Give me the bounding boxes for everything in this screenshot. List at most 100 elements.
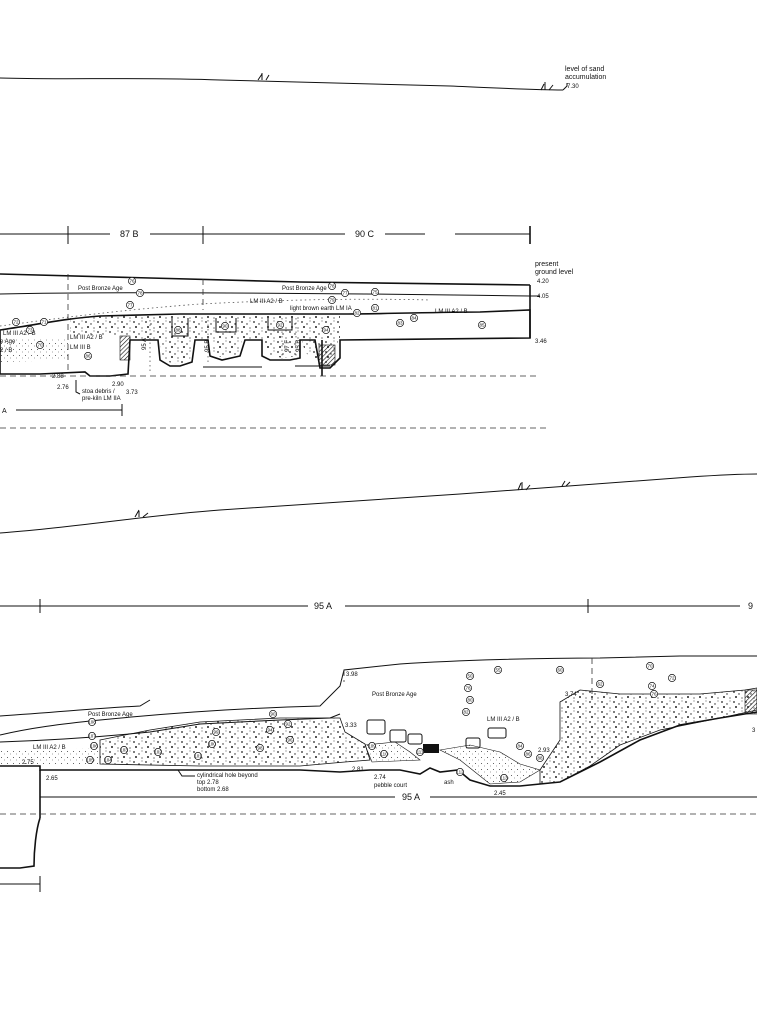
section-b-marker: 88 xyxy=(536,754,544,762)
section-b-marker: 99 xyxy=(212,728,220,736)
section-b-marker: 113 xyxy=(500,774,508,782)
pebble-court-label: pebble court xyxy=(374,783,407,789)
section-b-marker: 92 xyxy=(284,720,292,728)
section-b-marker: 102 xyxy=(154,748,162,756)
section-a-marker: 83 xyxy=(396,319,404,327)
pit-label-2: 95 B xyxy=(205,340,211,352)
svg-text:85: 85 xyxy=(479,323,485,328)
level-2-81: 2.81 xyxy=(352,767,364,773)
layer-lm3-a2b-2: LM III A2 / B xyxy=(435,309,468,315)
svg-text:88: 88 xyxy=(175,328,181,333)
svg-text:106: 106 xyxy=(90,744,98,749)
svg-text:78: 78 xyxy=(137,291,143,296)
svg-text:88: 88 xyxy=(537,756,543,761)
section-b-marker: 101 xyxy=(194,752,202,760)
svg-text:82: 82 xyxy=(463,710,469,715)
svg-text:70: 70 xyxy=(647,664,653,669)
layer-post-bronze-2: Post Bronze Age xyxy=(282,286,327,292)
section-a-marker: 79 xyxy=(328,296,336,304)
section-b-marker: 98 xyxy=(256,744,264,752)
svg-text:96: 96 xyxy=(287,738,293,743)
section-b-marker: 80 xyxy=(466,696,474,704)
svg-text:81: 81 xyxy=(372,306,378,311)
level-3-46: 3.46 xyxy=(535,339,547,345)
svg-text:60: 60 xyxy=(557,668,563,673)
svg-text:113: 113 xyxy=(500,776,508,781)
section-b: 95 A 9 3.98 3.74 3.33 2.75 2.65 xyxy=(0,599,757,892)
section-b-marker: 74 xyxy=(648,682,656,690)
level-4-05: 4.05 xyxy=(537,294,549,300)
svg-text:72: 72 xyxy=(13,320,19,325)
svg-text:79: 79 xyxy=(329,298,335,303)
layer-lm3-a2b-b1: LM III A2 / B xyxy=(33,745,66,751)
section-a-marker: 75 xyxy=(371,288,379,296)
section-a-corner-label: A xyxy=(2,408,7,415)
section-a-marker: 71 xyxy=(40,318,48,326)
middle-surface-profile xyxy=(0,473,757,534)
sand-level-value: 7.30 xyxy=(567,84,579,90)
cylindrical-hole-label-2: top 2.78 xyxy=(197,780,219,786)
svg-text:109: 109 xyxy=(368,744,376,749)
section-a-marker: 90 xyxy=(221,322,229,330)
svg-text:55: 55 xyxy=(495,668,501,673)
layer-2b-fragment: 2 / B xyxy=(0,348,12,354)
section-b-marker: 96 xyxy=(286,736,294,744)
svg-text:83: 83 xyxy=(397,321,403,326)
svg-text:110: 110 xyxy=(380,752,388,757)
section-a-marker: 85 xyxy=(478,321,486,329)
section-b-marker: 90 xyxy=(269,710,277,718)
level-2-75: 2.75 xyxy=(22,760,34,766)
layer-post-bronze-b2: Post Bronze Age xyxy=(372,692,417,698)
level-2-74: 2.74 xyxy=(374,775,386,781)
section-b-marker: 82 xyxy=(462,708,470,716)
svg-text:72: 72 xyxy=(669,676,675,681)
section-b-marker: 108 xyxy=(88,718,96,726)
svg-text:104: 104 xyxy=(104,758,112,763)
level-3-73: 3.73 xyxy=(126,390,138,396)
grid-label-95a: 95 A xyxy=(314,601,332,611)
svg-text:100: 100 xyxy=(208,742,216,747)
layer-lm3-a2b-1: LM III A2 / B xyxy=(250,299,283,305)
section-b-marker: 109 xyxy=(368,742,376,750)
svg-text:84: 84 xyxy=(517,744,523,749)
svg-text:90: 90 xyxy=(270,712,276,717)
svg-text:50: 50 xyxy=(467,674,473,679)
section-b-marker: 112 xyxy=(456,768,464,776)
svg-text:108: 108 xyxy=(88,720,96,725)
svg-text:86: 86 xyxy=(525,752,531,757)
pit-label-1: 95 A xyxy=(142,338,148,350)
level-3-33: 3.33 xyxy=(345,723,357,729)
section-a-marker: 76 xyxy=(128,277,136,285)
svg-text:78: 78 xyxy=(465,686,471,691)
section-a-marker: 78 xyxy=(328,282,336,290)
svg-text:70: 70 xyxy=(37,343,43,348)
section-b-marker: 60 xyxy=(556,666,564,674)
svg-text:76: 76 xyxy=(129,279,135,284)
section-b-marker: 104 xyxy=(104,756,112,764)
svg-text:111: 111 xyxy=(417,750,424,755)
section-b-marker: 55 xyxy=(494,666,502,674)
section-b-marker: 76 xyxy=(650,690,658,698)
section-a-marker: 70 xyxy=(36,341,44,349)
present-ground-label-1: present xyxy=(535,261,558,268)
section-b-marker: 84 xyxy=(516,742,524,750)
section-a: 87 B 90 C present ground level 4.20 4.05… xyxy=(0,226,574,429)
stoa-debris-label-2: pre-kiln LM IIA xyxy=(82,396,121,402)
ash-label: ash xyxy=(444,780,454,786)
svg-text:77: 77 xyxy=(127,303,133,308)
section-b-marker: 78 xyxy=(464,684,472,692)
layer-lm3-a2b-3: LM III A2 / B xyxy=(3,331,36,337)
section-a-marker: 77 xyxy=(341,289,349,297)
level-4-20: 4.20 xyxy=(537,279,549,285)
section-b-marker: 50 xyxy=(466,672,474,680)
layer-bronze-age-fragment: e Age xyxy=(0,339,16,345)
grid-label-95a-bottom: 95 A xyxy=(402,792,420,802)
svg-text:78: 78 xyxy=(329,284,335,289)
layer-post-bronze-b1: Post Bronze Age xyxy=(88,712,133,718)
svg-text:98: 98 xyxy=(257,746,263,751)
level-2-45: 2.45 xyxy=(494,791,506,797)
section-b-marker: 107 xyxy=(88,732,96,740)
